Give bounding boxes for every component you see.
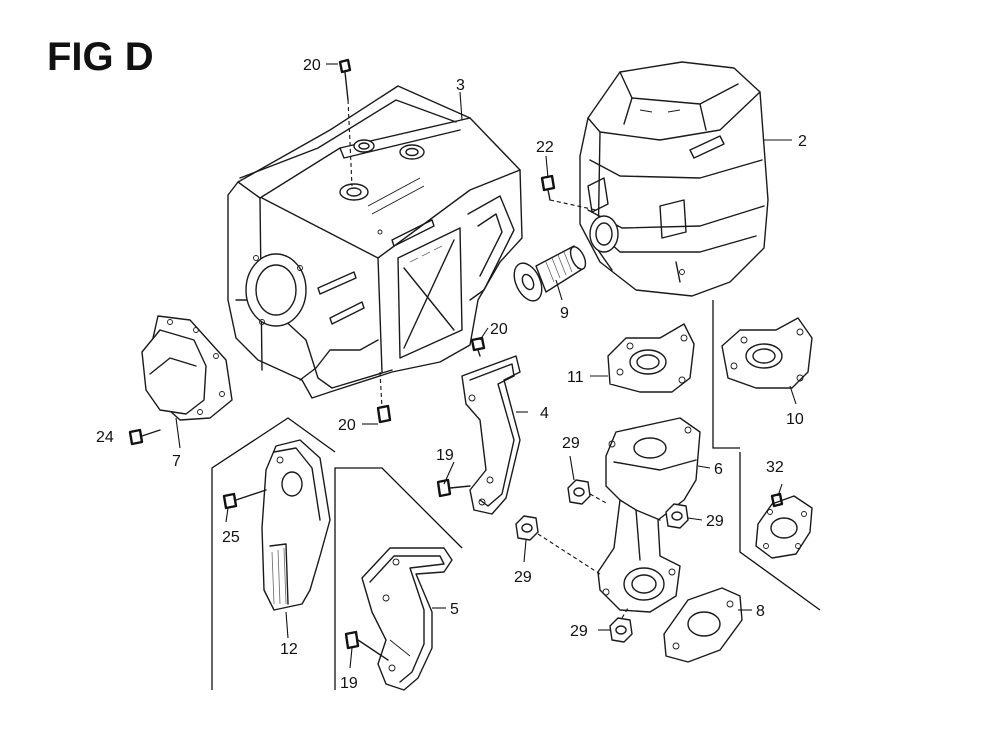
callout-9: 9 bbox=[560, 305, 569, 322]
callout-labels: 20 3 2 22 9 20 11 10 4 20 24 7 19 29 6 3… bbox=[96, 57, 807, 692]
nut-part-29-a bbox=[567, 479, 609, 505]
bolt-part-20-top bbox=[338, 58, 353, 187]
callout-20-top: 20 bbox=[303, 57, 321, 74]
bolt-part-22 bbox=[540, 174, 597, 211]
frame-lower-middle bbox=[334, 467, 463, 690]
callout-7: 7 bbox=[172, 453, 181, 470]
callout-6: 6 bbox=[714, 461, 723, 478]
frame-upper-right bbox=[712, 300, 740, 449]
spark-arrester-part-9 bbox=[513, 245, 587, 302]
bracket-part-5 bbox=[361, 547, 453, 691]
bolt-part-20-middle bbox=[470, 336, 486, 357]
nut-part-29-b bbox=[665, 503, 689, 529]
callout-29-a: 29 bbox=[562, 435, 580, 452]
gasket-part-11 bbox=[607, 323, 695, 393]
callout-24: 24 bbox=[96, 429, 114, 446]
callout-12: 12 bbox=[280, 641, 298, 658]
nut-part-29-d bbox=[609, 607, 633, 643]
gasket-part-8 bbox=[663, 587, 743, 663]
callout-32: 32 bbox=[766, 459, 784, 476]
grouping-frames bbox=[211, 300, 821, 690]
callout-20-middle: 20 bbox=[490, 321, 508, 338]
bolt-part-20-lower bbox=[376, 371, 392, 424]
figure-title: FIG D bbox=[47, 35, 154, 79]
bolt-part-19-middle bbox=[436, 478, 471, 498]
callout-19-middle: 19 bbox=[436, 447, 454, 464]
callout-29-b: 29 bbox=[706, 513, 724, 530]
callout-29-d: 29 bbox=[570, 623, 588, 640]
callout-8: 8 bbox=[756, 603, 765, 620]
callout-10: 10 bbox=[786, 411, 804, 428]
frame-lower-right bbox=[739, 452, 821, 611]
gasket-part-10 bbox=[721, 317, 813, 389]
callout-19-lower: 19 bbox=[340, 675, 358, 692]
exhaust-pipe-part-6 bbox=[597, 417, 701, 613]
callout-5: 5 bbox=[450, 601, 459, 618]
muffler-protector-part-3 bbox=[227, 85, 523, 399]
bolt-part-24 bbox=[128, 428, 161, 446]
callout-25: 25 bbox=[222, 529, 240, 546]
leader-lines bbox=[175, 63, 797, 669]
gasket-part-32 bbox=[755, 492, 813, 559]
callout-3: 3 bbox=[456, 77, 465, 94]
muffler-part-2 bbox=[579, 61, 769, 297]
callout-4: 4 bbox=[540, 405, 549, 422]
deflector-part-7 bbox=[141, 315, 233, 421]
bracket-part-4 bbox=[461, 355, 521, 515]
bolt-part-19-lower bbox=[344, 630, 389, 661]
callout-22: 22 bbox=[536, 139, 554, 156]
nut-part-29-c bbox=[515, 515, 601, 575]
cover-part-12 bbox=[261, 439, 331, 611]
callout-2: 2 bbox=[798, 133, 807, 150]
callout-20-lower: 20 bbox=[338, 417, 356, 434]
callout-29-c: 29 bbox=[514, 569, 532, 586]
bolt-part-25 bbox=[222, 489, 267, 510]
frame-lower-left bbox=[211, 417, 336, 690]
callout-11: 11 bbox=[567, 369, 584, 386]
